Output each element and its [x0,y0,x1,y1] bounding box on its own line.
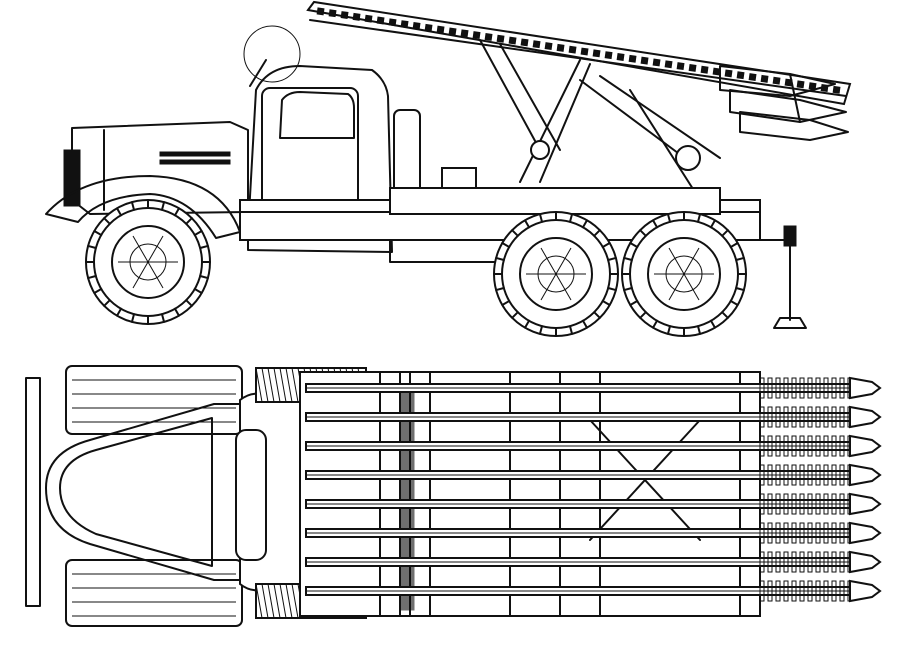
rocket-nose [849,550,882,574]
top-rails [305,377,857,602]
rocket-nose [849,463,882,487]
rocket-nose [849,376,882,400]
rear-wheel-2 [621,211,747,337]
side-view [45,0,852,337]
rocket-nose [849,405,882,429]
rocket-nose [849,521,882,545]
rear-wheel-1 [493,211,619,337]
truck-body-side [45,25,807,329]
rocket-nose [849,434,882,458]
front-wheel [85,199,211,325]
side-wheels [85,199,747,337]
rocket-noses [849,376,882,603]
rocket-nose [849,492,882,516]
launcher-rails-side [306,0,852,201]
top-view [25,365,882,627]
rocket-nose [849,579,882,603]
